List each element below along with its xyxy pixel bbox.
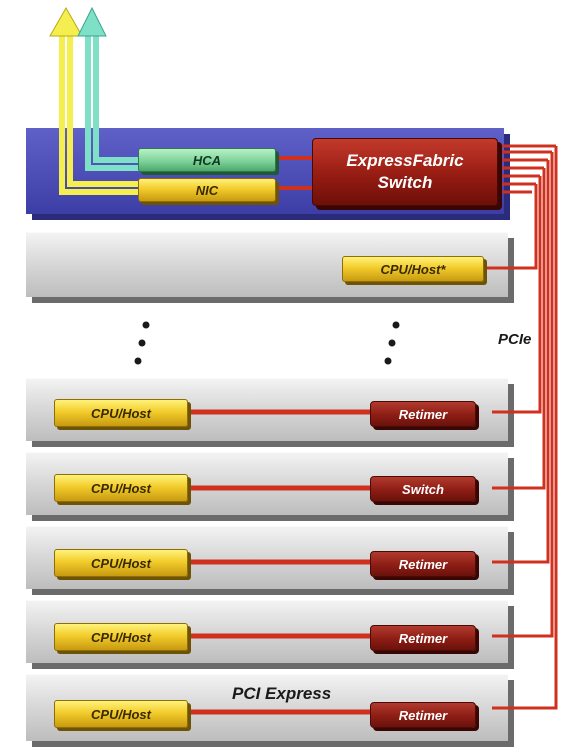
ellipsis-dots [134, 321, 400, 365]
cpu-host-1: CPU/Host [54, 399, 188, 427]
pci-express-label: PCI Express [232, 684, 332, 703]
hca-label: HCA [192, 152, 222, 168]
hca-card: HCA [138, 148, 276, 172]
pcie-label: PCIe [498, 331, 532, 348]
nic-card: NIC [138, 178, 276, 202]
device-label: Retimer [398, 556, 448, 572]
cpu-host-5: CPU/Host [54, 700, 188, 728]
cpu-host-top-label: CPU/Host* [380, 261, 446, 277]
retimer-chip-4: Retimer [370, 625, 476, 651]
cpu-host-3: CPU/Host [54, 549, 188, 577]
switch-fanout [486, 144, 558, 710]
cpu-host-label: CPU/Host [91, 480, 151, 496]
cpu-host-label: CPU/Host [91, 706, 151, 722]
retimer-chip-3: Retimer [370, 551, 476, 577]
cpu-host-label: CPU/Host [91, 555, 151, 571]
cpu-host-label: CPU/Host [91, 629, 151, 645]
cpu-host-top: CPU/Host* [342, 256, 484, 282]
expressfabric-switch: ExpressFabric Switch [312, 138, 498, 206]
uplink-yellow-arrow [49, 6, 144, 195]
switch-line2: Switch [377, 173, 433, 192]
switch-chip-2: Switch [370, 476, 476, 502]
cpu-host-label: CPU/Host [91, 405, 151, 421]
device-label: Retimer [398, 406, 448, 422]
device-label: Retimer [398, 707, 448, 723]
retimer-chip-1: Retimer [370, 401, 476, 427]
nic-label: NIC [195, 182, 219, 198]
cpu-host-2: CPU/Host [54, 474, 188, 502]
cpu-host-4: CPU/Host [54, 623, 188, 651]
device-label: Retimer [398, 630, 448, 646]
host-links [190, 409, 372, 715]
device-label: Switch [402, 481, 444, 497]
switch-line1: ExpressFabric [346, 151, 464, 170]
uplink-teal-arrow [77, 6, 144, 171]
retimer-chip-5: Retimer [370, 702, 476, 728]
